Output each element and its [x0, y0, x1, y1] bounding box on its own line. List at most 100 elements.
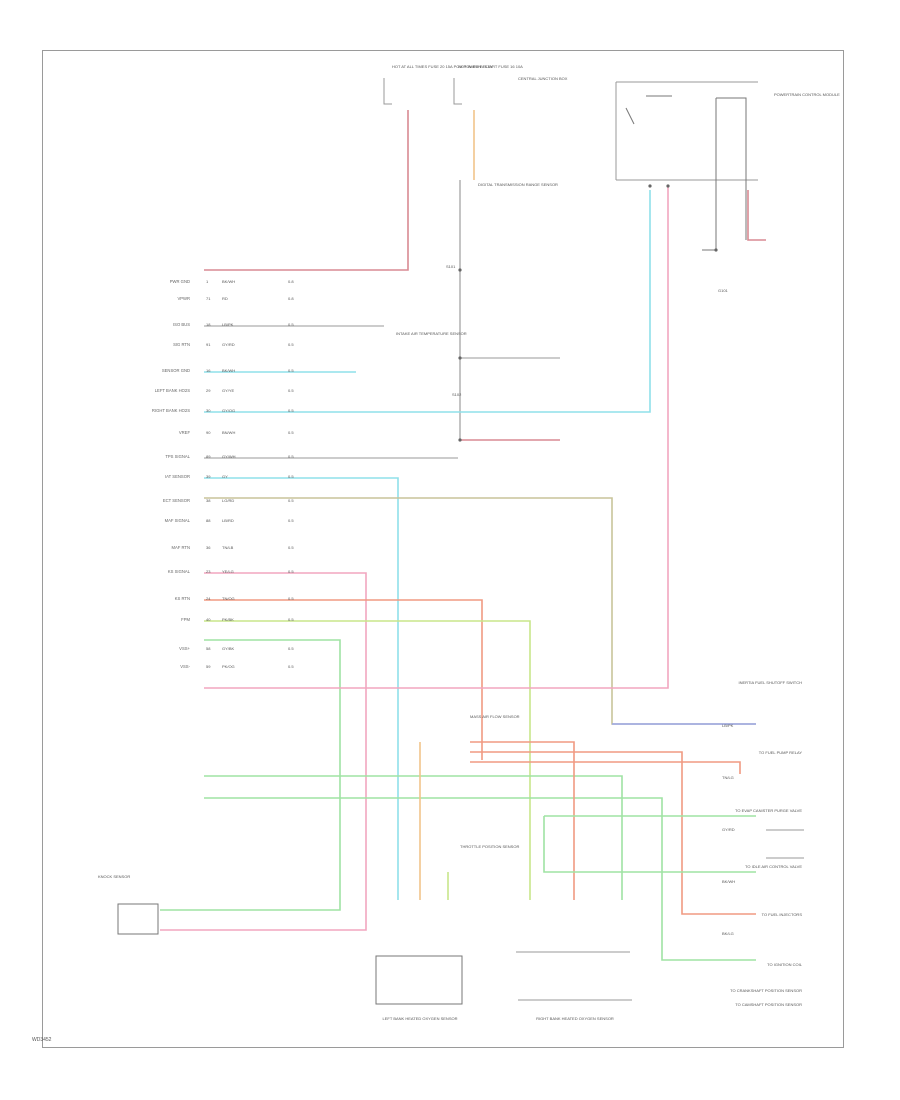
pin-wire-10: LG/RD	[222, 498, 234, 503]
vpwr-wire	[204, 110, 409, 271]
pin-wire-0: BK/WH	[222, 279, 235, 284]
pin-gauge-2: 0.5	[288, 322, 294, 327]
pin-wire-5: GY/YE	[222, 388, 235, 393]
right-label-7: TO CAMSHAFT POSITION SENSOR	[735, 1002, 802, 1007]
right-ho2s-olive	[204, 497, 756, 725]
right-label-0: INERTIA FUEL SHUTOFF SWITCH	[739, 680, 803, 685]
pin-number-6: 30	[206, 408, 211, 413]
pin-number-15: 40	[206, 617, 211, 622]
pin-name-16: VSS+	[179, 646, 190, 651]
splice-dot-5	[714, 248, 718, 252]
pin-number-0: 1	[206, 279, 209, 284]
ks-rtn-green	[160, 639, 341, 911]
pin-wire-4: BK/WH	[222, 368, 235, 373]
component-label-2: KNOCK SENSOR	[98, 874, 130, 879]
component-label-1: RIGHT BANK HEATED OXYGEN SENSOR	[536, 1016, 614, 1021]
pin-name-5: LEFT BANK HO2S	[155, 388, 191, 393]
pin-number-11: 88	[206, 518, 211, 523]
pin-gauge-5: 0.5	[288, 388, 294, 393]
pin-gauge-8: 0.5	[288, 454, 294, 459]
pin-wire-12: TN/LB	[222, 545, 234, 550]
vss-minus-green	[204, 797, 756, 961]
pin-gauge-14: 0.5	[288, 596, 294, 601]
splice-dot-3	[666, 184, 670, 188]
relay-box-outline	[615, 81, 758, 181]
right-wire-0: LB/PK	[722, 723, 734, 728]
fpm-pink	[204, 186, 669, 689]
fuse-20-feed	[383, 78, 392, 105]
pin-gauge-3: 0.5	[288, 342, 294, 347]
pin-gauge-0: 0.8	[288, 279, 294, 284]
iac-green	[543, 816, 756, 873]
right-wire-1: TN/LG	[722, 775, 734, 780]
pin-name-10: ECT SENSOR	[163, 498, 190, 503]
pin-name-0: PWR GND	[170, 279, 190, 284]
pin-number-5: 29	[206, 388, 211, 393]
right-wire-2: GY/RD	[722, 827, 735, 832]
pin-name-14: KS RTN	[175, 596, 190, 601]
component-label-0: LEFT BANK HEATED OXYGEN SENSOR	[383, 1016, 458, 1021]
right-label-4: TO FUEL INJECTORS	[762, 912, 803, 917]
pin-name-11: MAF SIGNAL	[165, 518, 191, 523]
right-wire-3: BK/WH	[722, 879, 735, 884]
pin-name-2: ISO BUS	[173, 322, 190, 327]
ect-salmon	[470, 761, 741, 774]
pin-gauge-4: 0.5	[288, 368, 294, 373]
pin-number-3: 91	[206, 342, 211, 347]
pin-gauge-10: 0.5	[288, 498, 294, 503]
right-wire-4: BK/LG	[722, 931, 734, 936]
pin-number-8: 89	[206, 454, 211, 459]
pin-gauge-1: 0.8	[288, 296, 294, 301]
maf-rtn	[470, 751, 756, 915]
pin-wire-16: GY/BK	[222, 646, 235, 651]
pin-gauge-11: 0.5	[288, 518, 294, 523]
pin-wire-7: BN/WH	[222, 430, 235, 435]
pin-number-13: 23	[206, 569, 211, 574]
relay-coil-lines	[702, 97, 747, 251]
pin-wire-17: PK/OG	[222, 664, 235, 669]
splice-dot-1	[458, 438, 462, 442]
splice-dot-4	[648, 184, 652, 188]
right-label-6: TO CRANKSHAFT POSITION SENSOR	[730, 988, 802, 993]
splice-label-0: S101	[446, 264, 456, 269]
vref-salmon	[204, 599, 483, 760]
splice-label-1: S102	[452, 392, 462, 397]
pin-number-17: 59	[206, 664, 211, 669]
pin-name-6: RIGHT BANK HO2S	[152, 408, 190, 413]
pin-gauge-13: 0.5	[288, 569, 294, 574]
pin-gauge-6: 0.5	[288, 408, 294, 413]
splice-dot-0	[458, 356, 462, 360]
pin-name-15: FPM	[181, 617, 190, 622]
fuse-label-2: CENTRAL JUNCTION BOX	[518, 76, 568, 81]
fuse-label-1: HOT IN RUN / START FUSE 16 10A	[458, 64, 523, 69]
pin-number-14: 24	[206, 596, 211, 601]
pin-gauge-12: 0.5	[288, 545, 294, 550]
pin-number-16: 58	[206, 646, 211, 651]
fuse-16-feed	[453, 78, 462, 105]
knock-sensor-body	[117, 903, 159, 935]
pin-wire-14: TN/OG	[222, 596, 235, 601]
pin-name-13: KS SIGNAL	[168, 569, 191, 574]
right-label-3: TO IDLE AIR CONTROL VALVE	[745, 864, 802, 869]
tps-lime	[204, 620, 531, 900]
maf-signal	[470, 741, 575, 900]
pin-number-10: 38	[206, 498, 211, 503]
pin-gauge-7: 0.5	[288, 430, 294, 435]
pin-number-1: 71	[206, 296, 211, 301]
fuse-label-4: POWERTRAIN CONTROL MODULE	[774, 92, 840, 97]
pin-wire-13: YE/LG	[222, 569, 234, 574]
pin-name-12: MAF RTN	[171, 545, 190, 550]
splice-label-2: G101	[718, 288, 729, 293]
pin-name-3: SIG RTN	[173, 342, 190, 347]
ks-signal	[160, 572, 367, 931]
splice-dot-2	[458, 268, 462, 272]
pin-name-17: VSS-	[180, 664, 190, 669]
pin-number-12: 36	[206, 545, 211, 550]
pin-name-7: VREF	[179, 430, 191, 435]
pin-wire-1: RD	[222, 296, 228, 301]
pin-name-9: IAT SENSOR	[165, 474, 190, 479]
pin-wire-6: GY/OG	[222, 408, 235, 413]
pin-gauge-17: 0.5	[288, 664, 294, 669]
fuse-label-0: HOT AT ALL TIMES FUSE 20 15A PCM POWER R…	[392, 64, 493, 69]
